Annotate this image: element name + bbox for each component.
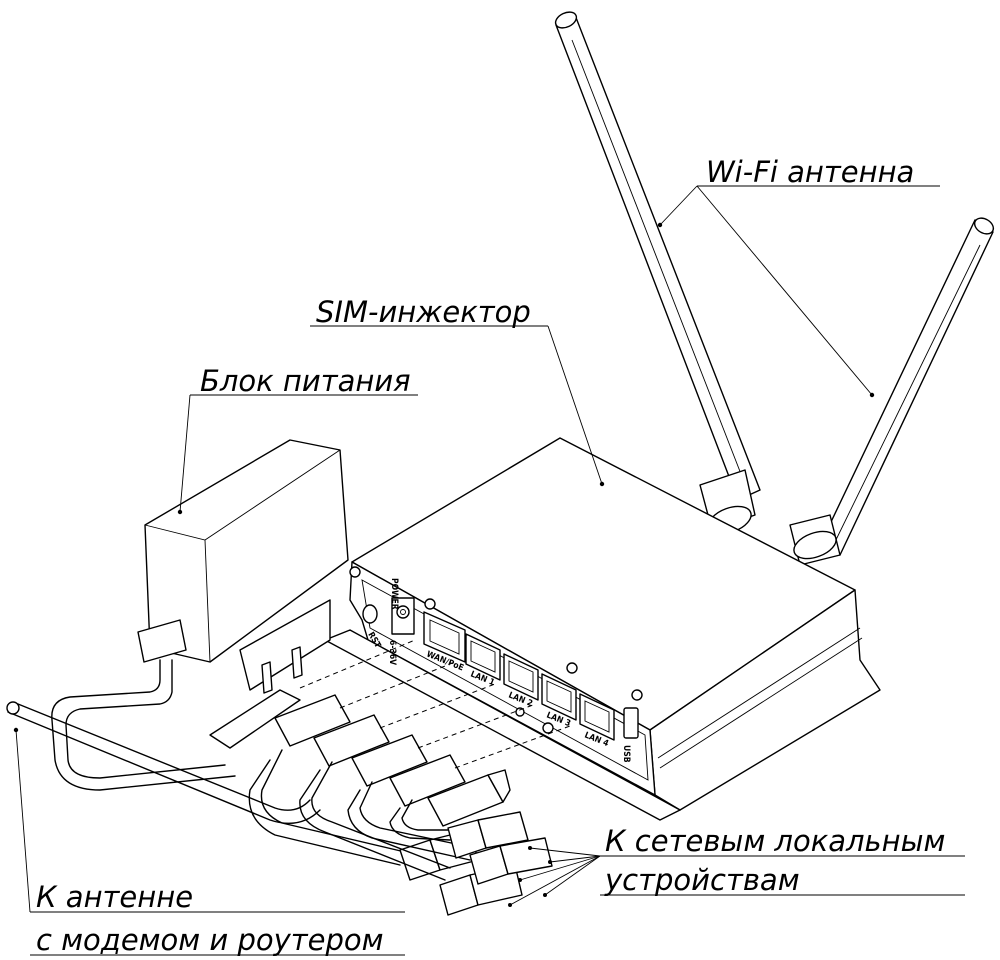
patch-cord-3 xyxy=(347,734,553,885)
patch-cords xyxy=(248,694,553,916)
label-power-supply: Блок питания xyxy=(200,364,411,398)
label-wifi-antenna: Wi-Fi антенна xyxy=(706,155,914,189)
usb-label: USB xyxy=(621,745,631,763)
label-antenna-line2: с модемом и роутером xyxy=(36,923,384,957)
insertion-arrows xyxy=(299,639,571,769)
patch-cord-2 xyxy=(299,714,523,916)
patch-cord-4 xyxy=(389,754,529,859)
label-antenna-line1: К антенне xyxy=(36,880,193,914)
callout-leaders xyxy=(13,185,965,956)
power-label: POWER xyxy=(389,578,399,610)
patch-cord-5 xyxy=(427,769,511,827)
antenna-cable xyxy=(6,701,321,824)
wifi-antenna-left xyxy=(554,11,761,535)
port-usb: USB xyxy=(621,707,639,763)
power-supply xyxy=(51,439,349,791)
label-local-devices-line1: К сетевым локальным xyxy=(605,824,945,858)
label-sim-injector: SIM-инжектор xyxy=(316,295,531,329)
label-local-devices-line2: устройствам xyxy=(604,863,800,897)
wifi-antenna-right xyxy=(789,217,995,566)
power-jack: POWER 6-36V xyxy=(387,578,415,665)
voltage-label: 6-36V xyxy=(387,640,397,665)
